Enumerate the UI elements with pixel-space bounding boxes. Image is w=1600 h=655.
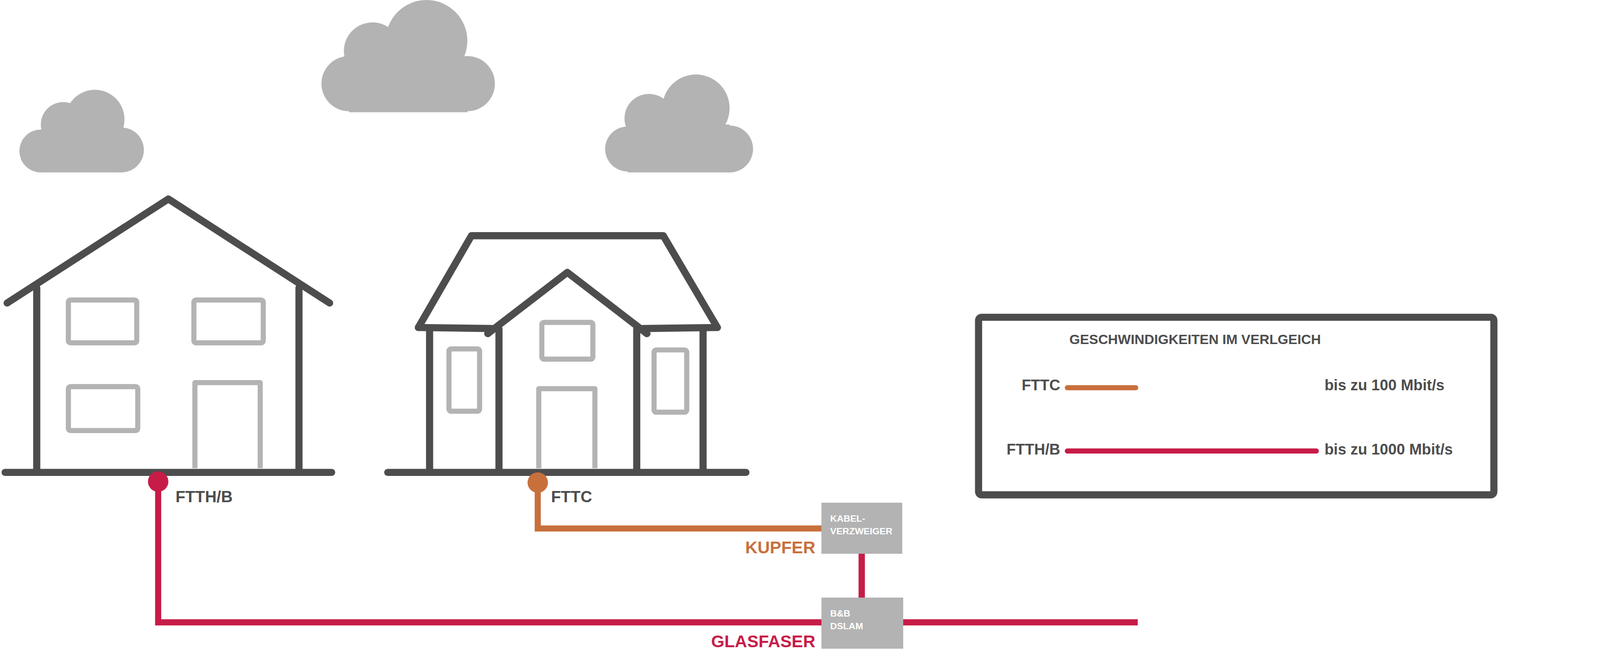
house-left [4, 199, 332, 473]
speed-label: bis zu 100 Mbit/s [1324, 377, 1445, 394]
fiber-connection-dot [148, 471, 169, 493]
fiber-connector [858, 554, 865, 598]
cable-type-label: GLASFASER [711, 632, 816, 652]
dslam-box: B&B DSLAM [821, 597, 904, 650]
door [539, 389, 596, 469]
house-right [387, 235, 746, 473]
copper-connection-dot [527, 472, 548, 494]
connection-type-label: FTTH/B [175, 487, 233, 506]
roof [418, 235, 718, 328]
wall [33, 287, 41, 472]
window [68, 387, 138, 431]
cabinet-box: KABEL- VERZWEIGER [821, 502, 903, 555]
cloud [605, 74, 754, 173]
connection-type-label: FTTC [551, 487, 593, 506]
clouds [19, 0, 754, 173]
ground-line [4, 468, 332, 477]
cloud-part [349, 61, 468, 113]
cloud-part [627, 124, 730, 173]
speed-label: bis zu 1000 Mbit/s [1324, 441, 1453, 459]
cloud [321, 0, 495, 113]
roof [7, 199, 330, 304]
legend-line-sample [1067, 385, 1136, 391]
legend-frame [978, 317, 1494, 496]
cloud-part [40, 130, 123, 173]
house-left-windows [68, 299, 263, 469]
cables [158, 482, 1138, 623]
legend-label: FTTH/B [1006, 441, 1061, 459]
wall [426, 328, 434, 472]
house-right-windows [448, 322, 687, 469]
wall [632, 328, 641, 472]
box-label: B&B DSLAM [830, 607, 864, 633]
window [68, 299, 137, 343]
cloud [19, 89, 145, 173]
ground-line [387, 468, 746, 477]
box-label: KABEL- VERZWEIGER [830, 512, 893, 538]
window [448, 349, 480, 412]
window [653, 350, 687, 413]
wall [295, 287, 303, 472]
cable-type-label: KUPFER [745, 538, 816, 558]
wall [699, 328, 707, 472]
wall [495, 328, 503, 472]
window [541, 322, 594, 360]
legend-heading: GESCHWINDIGKEITEN IM VERLGEICH [1069, 332, 1321, 348]
door [194, 382, 261, 469]
legend-line-sample [1067, 448, 1317, 454]
copper-cable [537, 483, 823, 529]
fiber-cable [158, 482, 1138, 623]
legend-label: FTTC [1021, 377, 1061, 394]
window [193, 299, 264, 343]
